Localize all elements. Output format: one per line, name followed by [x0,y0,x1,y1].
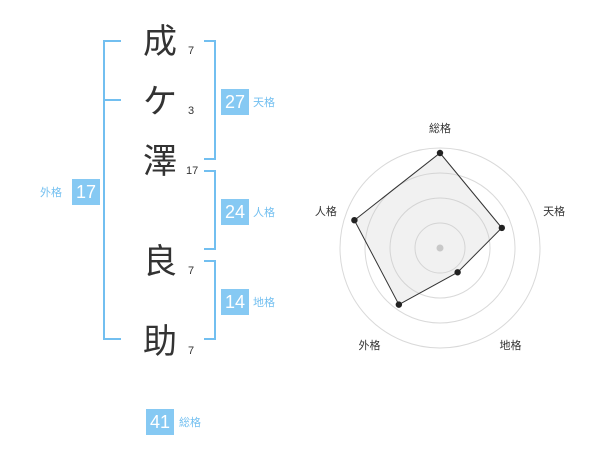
gaikaku-score: 17 [72,179,100,205]
tenkaku-label: 天格 [253,96,275,109]
radar-ring-1 [414,222,466,274]
gaikaku-label: 外格 [40,186,62,199]
radar-ring-4 [339,147,541,349]
radar-point-0 [436,149,444,157]
stroke-count-3: 17 [186,165,199,177]
radar-ring-2 [389,197,491,299]
radar-axis-label-0: 総格 [429,121,451,135]
radar-point-3 [395,301,403,308]
radar-polygon-group [353,152,503,306]
stroke-count-5: 7 [188,345,195,357]
name-char-3: 澤 [143,142,177,182]
soukaku-score: 41 [146,409,174,435]
radar-point-1 [498,224,506,232]
name-char-2: ケ [143,82,177,122]
stroke-count-1: 7 [188,45,195,57]
radar-axis-label-2: 地格 [500,338,522,352]
radar-axis-label-4: 人格 [315,204,337,218]
radar-polygon [353,152,503,306]
radar-points [351,149,506,308]
name-char-4: 良 [143,242,177,282]
jinkaku-score: 24 [221,199,249,225]
radar-point-4 [351,216,358,224]
tenkaku-score: 27 [221,89,249,115]
stroke-count-4: 7 [188,265,195,277]
radar-ring-3 [364,172,516,324]
soukaku-label: 総格 [179,416,201,429]
radar-axis-label-3: 外格 [358,338,380,352]
chikaku-score: 14 [221,289,249,315]
jinkaku-label: 人格 [253,206,275,219]
radar-center-dot [436,244,444,252]
radar-point-2 [454,269,461,276]
chikaku-label: 地格 [253,296,275,309]
name-char-1: 成 [143,22,177,62]
name-char-5: 助 [143,322,177,362]
stroke-count-2: 3 [188,105,195,117]
radar-rings [339,147,541,349]
radar-axis-label-1: 天格 [543,204,565,218]
